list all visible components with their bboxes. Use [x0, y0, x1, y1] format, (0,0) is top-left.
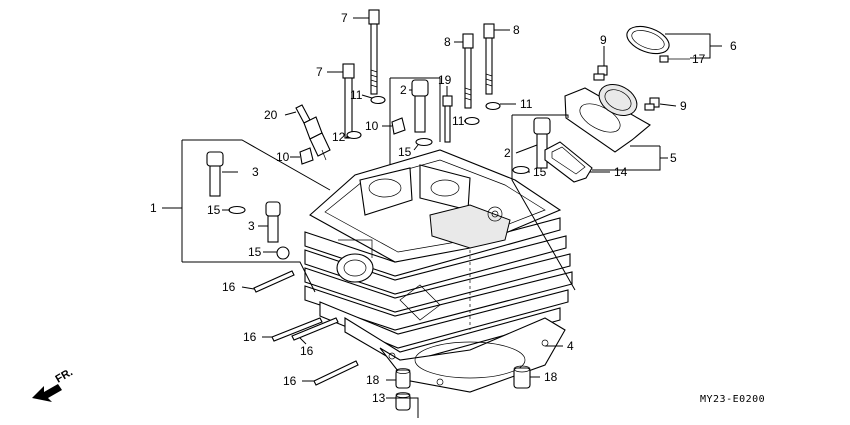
callout-10: 10 [276, 150, 290, 164]
screw-17 [659, 55, 690, 63]
cylinder-head [304, 149, 573, 393]
callout-4: 4 [567, 339, 574, 353]
callout-1: 1 [150, 201, 157, 215]
callout-19: 19 [438, 73, 452, 87]
callout-2: 2 [504, 146, 511, 160]
callout-16: 16 [300, 344, 314, 358]
front-label: FR. [54, 366, 75, 385]
drawing-code: MY23-E0200 [700, 394, 765, 405]
callout-5: 5 [670, 151, 677, 165]
callout-12: 12 [332, 130, 346, 144]
head-bolt-8-b [483, 23, 495, 95]
callout-11: 11 [520, 97, 533, 111]
insulator-2-left [411, 79, 429, 133]
spark-plug-20 [295, 104, 331, 161]
callout-3: 3 [252, 165, 259, 179]
band-6 [626, 25, 670, 55]
head-bolt-7-front [368, 9, 380, 95]
front-direction-arrow: FR. [32, 366, 75, 402]
o-ring-15 [228, 137, 530, 260]
callout-2: 2 [400, 83, 407, 97]
callout-18: 18 [544, 370, 558, 384]
cap-10 [299, 117, 406, 165]
callout-7: 7 [341, 11, 348, 25]
intake-insulator-5 [564, 83, 651, 153]
insulator-2-right [533, 117, 551, 169]
gasket-14 [544, 141, 593, 183]
bolt-9 [593, 65, 660, 111]
callout-15: 15 [398, 145, 412, 159]
callout-6: 6 [730, 39, 737, 53]
washer-12 [346, 130, 362, 140]
callout-16: 16 [222, 280, 236, 294]
callout-18: 18 [366, 373, 380, 387]
stud-bolt-16 [253, 270, 359, 386]
callout-14: 14 [614, 165, 628, 179]
callout-3: 3 [248, 219, 255, 233]
callout-9: 9 [680, 99, 687, 113]
collar-13 [395, 392, 411, 411]
nozzle-3-lower [265, 201, 281, 243]
callout-16: 16 [283, 374, 297, 388]
callout-11: 11 [350, 88, 363, 102]
head-bolt-7-rear [342, 63, 355, 139]
leader-lines [162, 17, 722, 418]
callout-11: 11 [452, 114, 465, 128]
head-bolt-8-a [462, 33, 474, 109]
dowel-pin-18 [395, 365, 531, 389]
washer-11 [370, 95, 501, 126]
callout-20: 20 [264, 108, 278, 122]
callout-16: 16 [243, 330, 257, 344]
callout-7: 7 [316, 65, 323, 79]
callout-15: 15 [533, 165, 547, 179]
nozzle-3-upper [206, 151, 224, 197]
callout-8: 8 [444, 35, 451, 49]
callout-17: 17 [692, 52, 706, 66]
callout-15: 15 [207, 203, 221, 217]
callout-15: 15 [248, 245, 262, 259]
callout-9: 9 [600, 33, 607, 47]
callout-labels: 1 2 2 3 3 4 5 6 7 7 8 8 9 9 10 10 11 11 … [150, 11, 737, 405]
callout-13: 13 [372, 391, 386, 405]
bolt-19 [442, 95, 453, 143]
callout-10: 10 [365, 119, 379, 133]
callout-8: 8 [513, 23, 520, 37]
